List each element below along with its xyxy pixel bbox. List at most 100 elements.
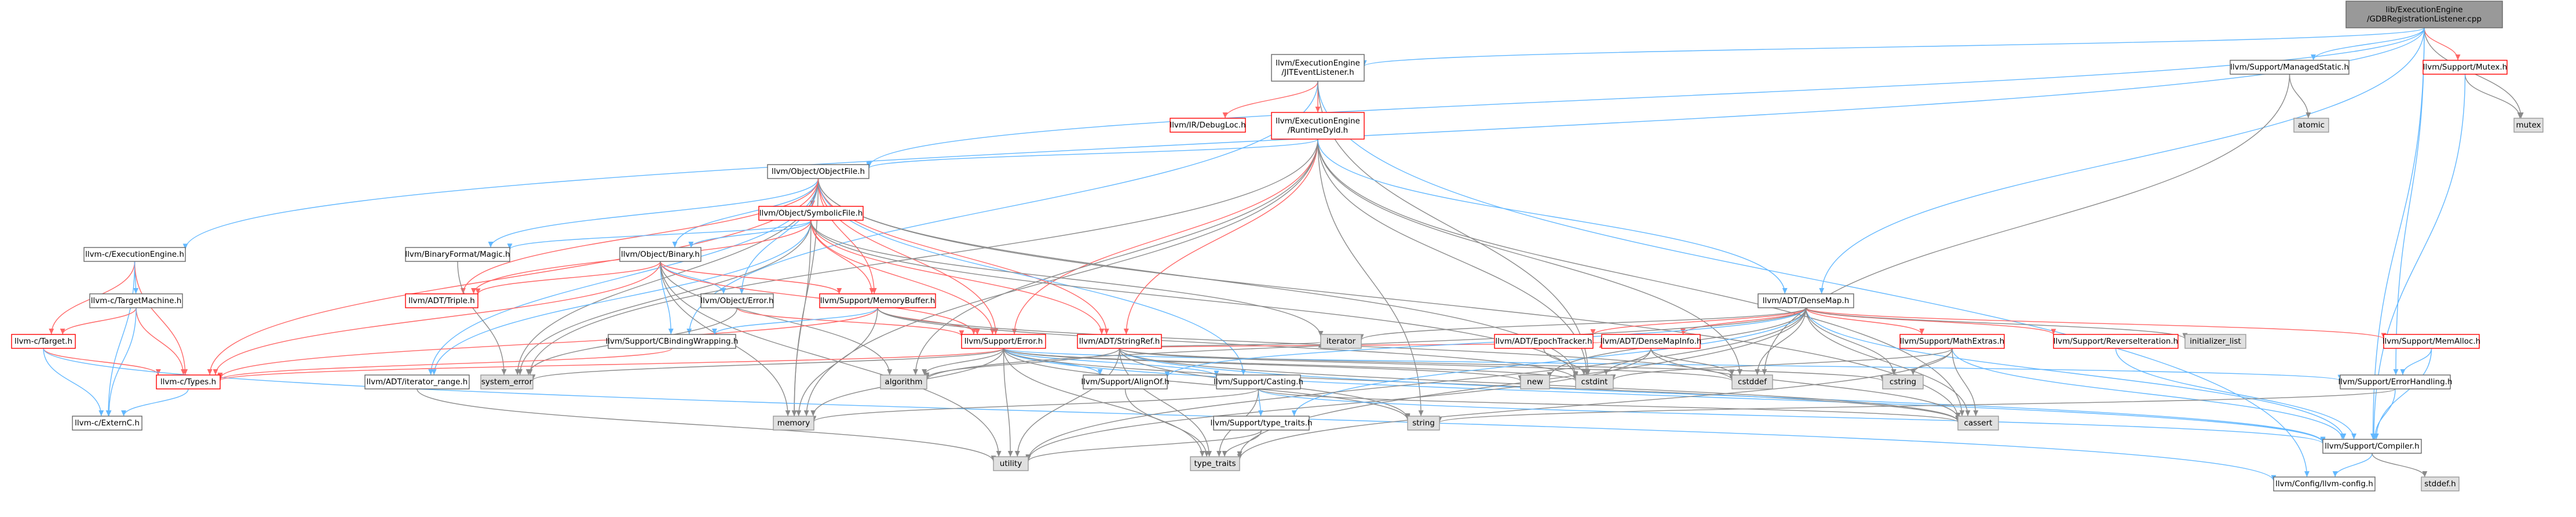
edge-supporterror-to-utility	[1003, 348, 1013, 457]
node-memorybuffer[interactable]: llvm/Support/MemoryBuffer.h	[819, 293, 936, 308]
node-reverseiter-label-line-0: llvm/Support/ReverseIteration.h	[2054, 337, 2178, 346]
node-alignof-box	[1083, 374, 1168, 389]
node-casting[interactable]: llvm/Support/Casting.h	[1214, 374, 1303, 389]
edge-ctargetmachine-to-ctypes	[136, 307, 187, 376]
node-symbolicfile[interactable]: llvm/Object/SymbolicFile.h	[758, 206, 864, 221]
node-root[interactable]: lib/ExecutionEngine/GDBRegistrationListe…	[2345, 1, 2503, 28]
edge-memalloc-to-compiler	[2373, 348, 2432, 440]
node-objectfile[interactable]: llvm/Object/ObjectFile.h	[767, 164, 869, 179]
node-supporterror-box	[961, 334, 1046, 349]
node-typetraits[interactable]: llvm/Support/type_traits.h	[1210, 416, 1313, 431]
edge-mathextras-to-cstdint	[1610, 348, 1953, 381]
edge-objbinary-to-supporterror	[660, 261, 977, 335]
edge-densemap-to-epochtracker	[1590, 307, 1807, 336]
edge-mathextras-to-cassert	[1952, 348, 1979, 417]
node-compiler[interactable]: llvm/Support/Compiler.h	[2322, 439, 2422, 454]
node-root-box	[2345, 1, 2503, 28]
node-debugloc[interactable]: llvm/IR/DebugLoc.h	[1170, 118, 1246, 133]
edge-stringref-to-algorithm	[924, 348, 1120, 379]
node-densemap[interactable]: llvm/ADT/DenseMap.h	[1757, 293, 1854, 308]
node-ctypes[interactable]: llvm-c/Types.h	[156, 374, 221, 389]
node-mathextras-label-line-0: llvm/Support/MathExtras.h	[1900, 337, 2004, 346]
node-atomic-label-line-0: atomic	[2298, 121, 2325, 130]
edge-supporterror-to-cassert	[1003, 348, 1961, 422]
node-mathextras-box	[1899, 334, 2005, 349]
node-objbinary-label-line-0: llvm/Object/Binary.h	[621, 250, 700, 259]
node-new: new	[1520, 374, 1550, 389]
node-mutex[interactable]: llvm/Support/Mutex.h	[2422, 60, 2508, 75]
edge-densemap-to-cstddef	[1755, 307, 1807, 376]
node-managedstatic[interactable]: llvm/Support/ManagedStatic.h	[2230, 60, 2350, 75]
edge-alignof-to-typetraitsstd	[1124, 388, 1210, 457]
dependency-edges	[43, 27, 2524, 481]
node-memorybuffer-label-line-0: llvm/Support/MemoryBuffer.h	[820, 296, 936, 305]
node-new-box	[1520, 374, 1550, 389]
edge-errorhandling-to-string	[1437, 388, 2396, 423]
edge-symbolicfile-to-memorybuffer	[810, 220, 875, 294]
node-managedstatic-box	[2230, 60, 2350, 75]
node-cbinding[interactable]: llvm/Support/CBindingWrapping.h	[606, 334, 739, 349]
edge-cbinding-to-ctypes	[217, 348, 673, 380]
node-ctypes-label-line-0: llvm-c/Types.h	[160, 377, 216, 387]
node-triple[interactable]: llvm/ADT/Triple.h	[405, 293, 478, 308]
node-memalloc[interactable]: llvm/Support/MemAlloc.h	[2383, 334, 2480, 349]
edge-ctargetmachine-to-cexternc	[106, 307, 137, 417]
node-alignof-label-line-0: llvm/Support/AlignOf.h	[1081, 377, 1169, 387]
node-reverseiter-box	[2053, 334, 2179, 349]
edge-root-to-mutex	[2424, 27, 2461, 61]
node-supporterror[interactable]: llvm/Support/Error.h	[961, 334, 1046, 349]
node-llvmconfig[interactable]: llvm/Config/llvm-config.h	[2273, 476, 2376, 491]
node-memory: memory	[773, 416, 814, 431]
node-stringref[interactable]: llvm/ADT/StringRef.h	[1077, 334, 1162, 349]
node-compiler-box	[2322, 439, 2422, 454]
node-iterrange[interactable]: llvm/ADT/iterator_range.h	[364, 374, 470, 389]
node-ctargetmachine[interactable]: llvm-c/TargetMachine.h	[89, 293, 183, 308]
node-objerror-box	[700, 293, 774, 308]
node-epochtracker[interactable]: llvm/ADT/EpochTracker.h	[1494, 334, 1594, 349]
node-utility: utility	[993, 456, 1029, 471]
node-binaryformat-box	[405, 247, 510, 262]
edge-memorybuffer-to-cstdint	[877, 307, 1579, 380]
node-algorithm-box	[880, 374, 927, 389]
node-errorhandling[interactable]: llvm/Support/ErrorHandling.h	[2338, 374, 2453, 389]
edge-stringref-to-typetraitsstd	[1119, 348, 1212, 457]
edge-runtimedyld-to-cstdint	[1317, 139, 1590, 376]
edge-objbinary-to-triple	[475, 261, 661, 295]
node-triple-box	[405, 293, 478, 308]
node-stringref-box	[1077, 334, 1162, 349]
node-objerror[interactable]: llvm/Object/Error.h	[700, 293, 774, 308]
node-typetraitsstd-label-line-0: type_traits	[1194, 459, 1236, 468]
edge-ctargetmachine-to-ctarget	[60, 307, 137, 335]
node-reverseiter[interactable]: llvm/Support/ReverseIteration.h	[2053, 334, 2179, 349]
edge-mutex-to-mutexstd	[2464, 74, 2523, 119]
node-typetraits-box	[1213, 416, 1310, 431]
node-mathextras[interactable]: llvm/Support/MathExtras.h	[1899, 334, 2005, 349]
node-cstring: cstring	[1882, 374, 1924, 389]
node-binaryformat[interactable]: llvm/BinaryFormat/Magic.h	[405, 247, 510, 262]
node-cexternc-box	[72, 416, 142, 431]
edge-objectfile-to-stringref	[817, 178, 1109, 335]
edge-runtimedyld-to-cstddef	[1317, 139, 1742, 376]
edge-errorhandling-to-compiler	[2372, 388, 2396, 440]
node-ctarget[interactable]: llvm-c/Target.h	[11, 334, 76, 349]
node-string-box	[1407, 416, 1440, 431]
node-objbinary[interactable]: llvm/Object/Binary.h	[619, 247, 701, 262]
node-memorybuffer-box	[819, 293, 936, 308]
node-jitevent[interactable]: llvm/ExecutionEngine/JITEventListener.h	[1271, 54, 1365, 82]
node-runtimedyld-label-line-0: llvm/ExecutionEngine	[1276, 116, 1360, 126]
node-debugloc-box	[1170, 118, 1246, 133]
node-cassert-box	[1957, 416, 1999, 431]
edge-supporterror-to-systemerror	[530, 348, 1004, 381]
edge-supporterror-to-casting	[1003, 348, 1219, 377]
node-string-label-line-0: string	[1412, 418, 1435, 428]
edge-casting-to-memory	[811, 388, 1259, 423]
node-runtimedyld[interactable]: llvm/ExecutionEngine/RuntimeDyld.h	[1271, 112, 1365, 140]
edge-densemap-to-memalloc	[1805, 307, 2387, 340]
node-cexec[interactable]: llvm-c/ExecutionEngine.h	[83, 247, 186, 262]
node-cexternc[interactable]: llvm-c/ExternC.h	[72, 416, 142, 431]
node-densemapinfo[interactable]: llvm/ADT/DenseMapInfo.h	[1601, 334, 1702, 349]
edge-reverseiter-to-compiler	[2115, 348, 2357, 440]
node-new-label-line-0: new	[1527, 377, 1543, 387]
node-compiler-label-line-0: llvm/Support/Compiler.h	[2325, 442, 2419, 451]
node-alignof[interactable]: llvm/Support/AlignOf.h	[1081, 374, 1170, 389]
